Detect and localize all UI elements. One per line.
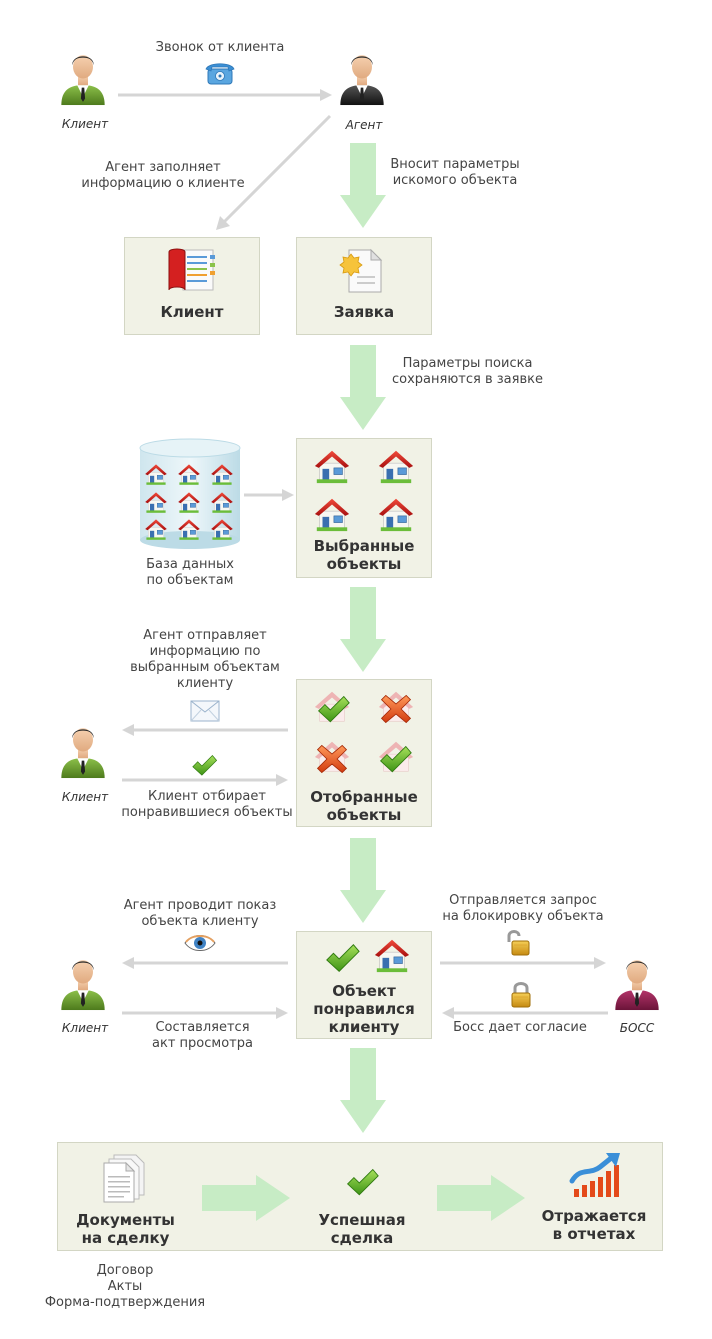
house-icon	[144, 517, 168, 541]
boss-avatar	[612, 950, 662, 1012]
selected-objects-label: Выбранные объекты	[313, 537, 415, 573]
boss-agrees-arrow	[442, 1007, 608, 1019]
flow-arrow-down-5	[340, 1048, 386, 1133]
lock-closed-icon	[511, 982, 531, 1008]
house-icon	[210, 462, 234, 486]
house-icon	[177, 517, 201, 541]
call-arrow	[118, 89, 332, 101]
request-box: Заявка	[296, 237, 432, 335]
papers-icon	[103, 1154, 145, 1203]
house-icon	[177, 462, 201, 486]
client-box: Клиент	[124, 237, 260, 335]
check-icon	[377, 742, 413, 778]
client-avatar-2	[58, 718, 108, 780]
chosen-objects-box: Отобранные объекты	[296, 679, 432, 827]
client-role-label-1: Клиент	[61, 117, 109, 131]
success-deal-label: Успешная сделка	[318, 1211, 406, 1247]
agent-fills-info-label: Агент заполняет информацию о клиенте	[81, 160, 245, 191]
lock-request-label: Отправляется запрос на блокировку объект…	[442, 893, 604, 924]
house-icon	[177, 490, 201, 514]
show-object-arrow	[122, 957, 288, 969]
liked-object-label: Объект понравился клиенту	[313, 982, 415, 1036]
database-houses	[144, 462, 238, 546]
call-from-client-label: Звонок от клиента	[155, 40, 285, 55]
flow-arrow-down-4	[340, 838, 386, 923]
request-box-label: Заявка	[333, 303, 395, 321]
client-avatar-3	[58, 950, 108, 1012]
client-box-label: Клиент	[160, 303, 224, 321]
check-icon	[315, 692, 351, 728]
client-avatar-1	[58, 45, 108, 107]
chosen-objects-label: Отобранные объекты	[310, 788, 418, 824]
house-icon	[210, 490, 234, 514]
house-icon	[144, 490, 168, 514]
envelope-icon	[190, 700, 220, 722]
agent-role-label: Агент	[345, 118, 383, 132]
cross-icon	[379, 692, 413, 726]
documents-list: Договор Акты Форма-подтверждения	[44, 1263, 206, 1310]
client-picks-label: Клиент отбирает понравившиеся объекты	[121, 789, 293, 820]
client-role-label-3: Клиент	[61, 1021, 109, 1035]
flow-arrow-right-2	[437, 1175, 525, 1221]
house-icon	[313, 495, 351, 533]
search-params-saved-label: Параметры поиска сохраняются в заявке	[392, 356, 543, 387]
house-icon	[373, 936, 411, 974]
client-picks-arrow	[122, 774, 288, 786]
reports-label: Отражается в отчетах	[541, 1207, 647, 1243]
agent-avatar	[337, 45, 387, 107]
flow-arrow-down-2	[340, 345, 386, 430]
phone-icon	[205, 63, 235, 85]
document-seal-icon	[339, 248, 383, 293]
house-icon	[377, 447, 415, 485]
house-icon	[313, 447, 351, 485]
enters-params-label: Вносит параметры искомого объекта	[390, 157, 520, 188]
house-icon	[377, 495, 415, 533]
eye-icon	[184, 935, 216, 951]
viewing-act-label: Составляется акт просмотра	[152, 1020, 253, 1051]
flow-arrow-down-1	[340, 143, 386, 228]
house-icon	[210, 517, 234, 541]
liked-object-box: Объект понравился клиенту	[296, 931, 432, 1039]
chart-up-icon	[569, 1153, 620, 1197]
boss-role-label: БОСС	[619, 1021, 655, 1035]
cross-icon	[315, 742, 349, 776]
deal-box: Документы на сделку Успешная сделка Отра…	[57, 1142, 663, 1251]
selected-objects-box: Выбранные объекты	[296, 438, 432, 578]
client-role-label-2: Клиент	[61, 790, 109, 804]
flow-arrow-right-1	[202, 1175, 290, 1221]
lock-request-arrow	[440, 957, 606, 969]
boss-agrees-label: Босс дает согласие	[453, 1020, 587, 1035]
database-label: База данных по объектам	[146, 557, 234, 588]
documents-label: Документы на сделку	[76, 1211, 175, 1247]
database-to-selected-arrow	[244, 489, 294, 501]
address-book-icon	[168, 248, 215, 291]
flow-arrow-down-3	[340, 587, 386, 672]
house-icon	[144, 462, 168, 486]
check-icon	[323, 940, 361, 978]
lock-open-icon	[507, 930, 530, 956]
check-icon	[344, 1165, 380, 1201]
viewing-act-arrow	[122, 1007, 288, 1019]
fill-info-arrow	[216, 114, 332, 230]
agent-shows-label: Агент проводит показ объекта клиенту	[123, 898, 277, 929]
agent-sends-info-label: Агент отправляет информацию по выбранным…	[130, 628, 280, 691]
send-info-arrow	[122, 724, 288, 736]
